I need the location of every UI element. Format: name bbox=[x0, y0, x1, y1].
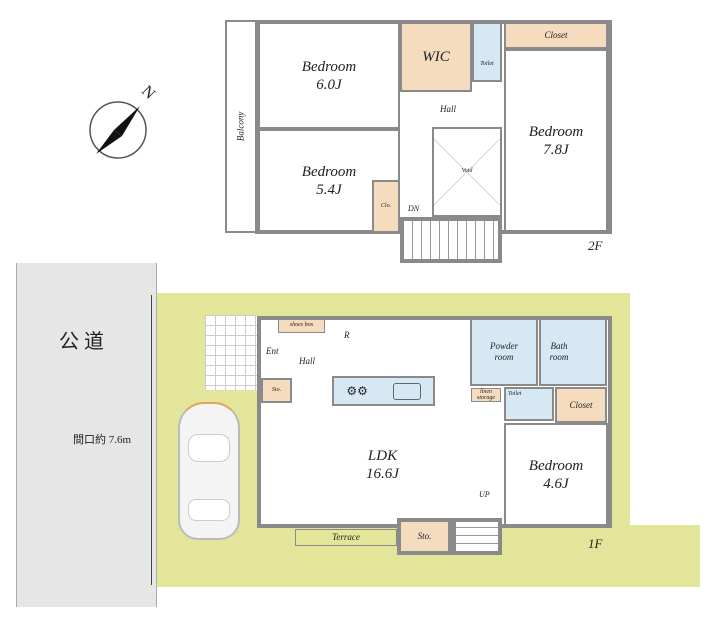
road-label: 公 道 bbox=[59, 331, 104, 353]
stove-icon: ⚙⚙ bbox=[346, 383, 368, 398]
storage-entrance: Sto. bbox=[261, 378, 292, 403]
toilet-2f: Toilet bbox=[472, 22, 502, 82]
balcony: Balcony bbox=[225, 20, 257, 233]
stairs-down-label: DN bbox=[408, 204, 420, 213]
wic: WIC bbox=[400, 22, 472, 92]
stairs-up-label: UP bbox=[479, 490, 490, 499]
frontage-dimension-line bbox=[151, 295, 152, 585]
terrace: Terrace bbox=[295, 529, 397, 546]
compass: N bbox=[78, 80, 168, 170]
linen-storage: linen storage bbox=[471, 388, 501, 402]
fridge-space: R bbox=[344, 330, 350, 340]
closet-1f: Closet bbox=[555, 387, 607, 423]
toilet-1f: Toilet bbox=[504, 387, 554, 421]
hall-1f: Hall bbox=[299, 356, 316, 366]
storage-terrace: Sto. bbox=[397, 518, 452, 555]
bath-room: Bath room bbox=[539, 318, 607, 386]
kitchen-counter: ⚙⚙ bbox=[332, 376, 435, 406]
lot-extension bbox=[600, 525, 700, 587]
compass-icon bbox=[89, 101, 147, 159]
entrance-tiles bbox=[205, 315, 257, 390]
closet-2f: Closet bbox=[504, 22, 608, 49]
stairs-2f bbox=[400, 217, 502, 263]
closet-clo: Clo. bbox=[372, 180, 400, 233]
public-road: 公 道 間口約 7.6m bbox=[16, 263, 157, 607]
entrance: Ent bbox=[266, 346, 279, 356]
floor1-label: 1F bbox=[588, 536, 603, 551]
powder-room: Powder room bbox=[470, 318, 538, 386]
stairs-1f bbox=[452, 518, 502, 555]
floor2-label: 2F bbox=[588, 238, 603, 253]
sink-icon bbox=[392, 382, 421, 400]
hall-2f: Hall bbox=[440, 104, 457, 114]
car-icon bbox=[178, 402, 240, 540]
void: Void bbox=[432, 127, 502, 217]
frontage-label: 間口約 7.6m bbox=[73, 434, 132, 446]
shoes-box: shoes box bbox=[278, 319, 325, 333]
